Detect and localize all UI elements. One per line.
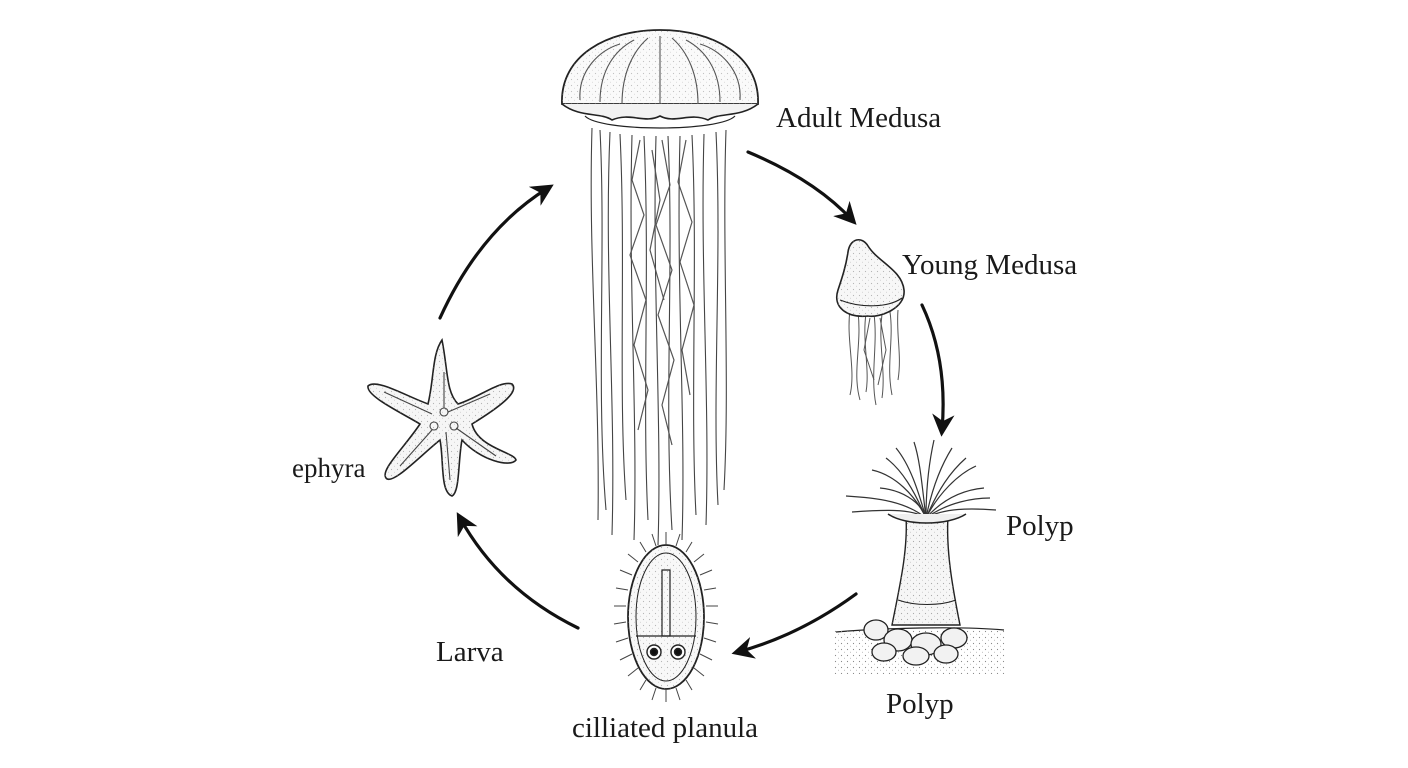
label-larva: Larva (436, 636, 504, 668)
arrow-polyp-to-planula (731, 592, 858, 659)
label-cilliated-planula: cilliated planula (572, 712, 759, 744)
label-young-medusa: Young Medusa (902, 249, 1078, 281)
planula-illustration (613, 532, 719, 702)
ephyra-illustration (367, 338, 517, 497)
young-medusa-illustration (835, 239, 905, 406)
label-adult-medusa: Adult Medusa (776, 102, 942, 134)
polyp-illustration (834, 439, 1006, 674)
arrow-ephyra-to-adult (438, 184, 554, 320)
arrow-planula-to-ephyra (456, 512, 580, 630)
label-polyp-side: Polyp (1006, 510, 1074, 542)
adult-medusa-illustration (561, 29, 759, 546)
cycle-arrows (438, 150, 955, 659)
label-polyp-below: Polyp (886, 688, 954, 720)
arrow-adult-to-young (746, 150, 857, 225)
label-ephyra: ephyra (292, 453, 366, 483)
arrow-young-to-polyp (920, 303, 955, 437)
